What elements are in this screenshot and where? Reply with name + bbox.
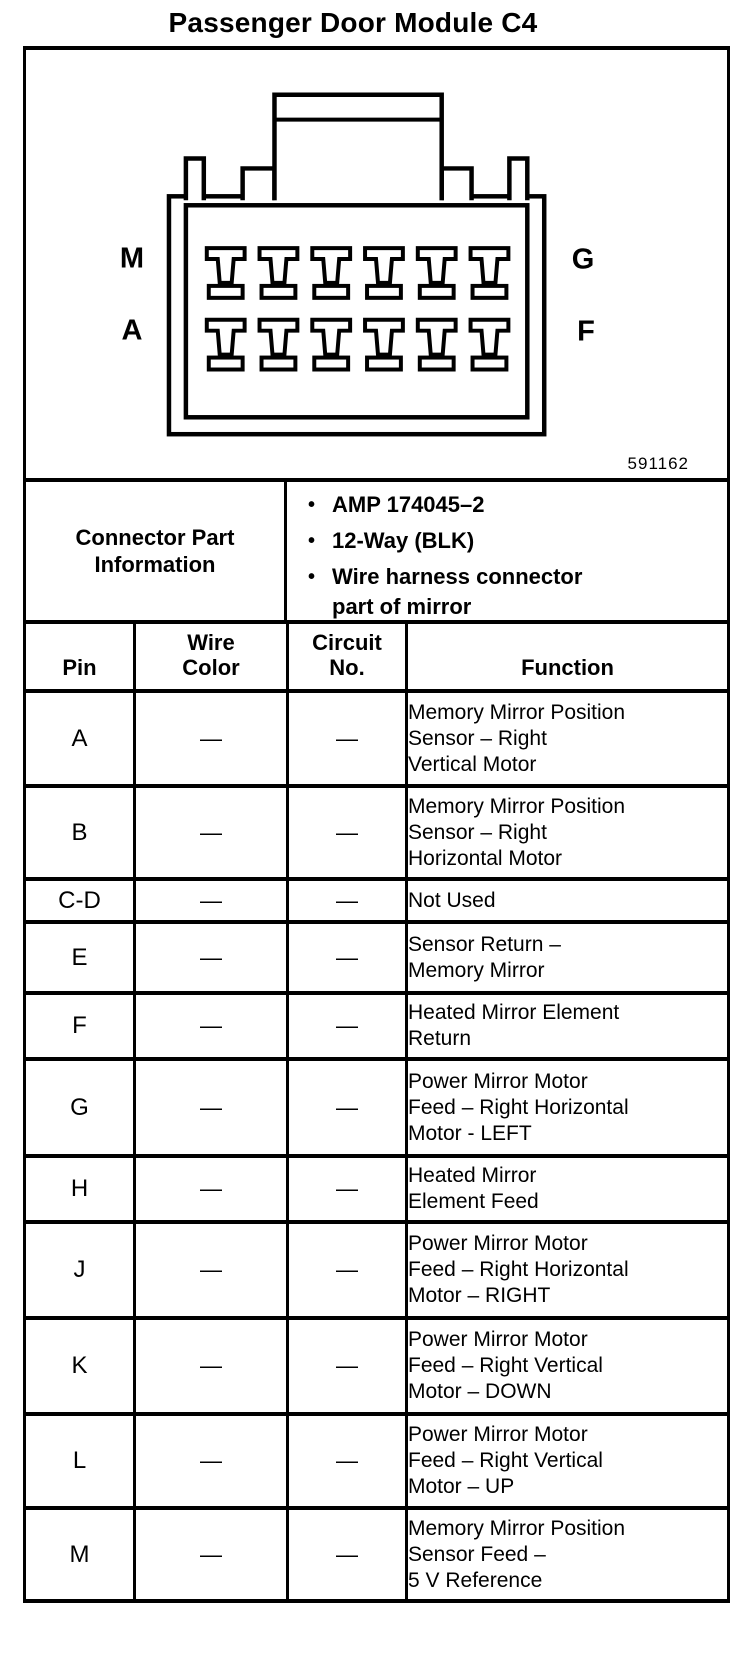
connector-figure: M A G F 591162 bbox=[23, 46, 730, 482]
pinout-header-row: Pin Wire Color Circuit No. Function bbox=[23, 623, 730, 693]
connector-pin-label-a: A bbox=[121, 314, 143, 347]
wire-color-cell: — bbox=[133, 1316, 289, 1416]
terminal-row-top bbox=[204, 246, 511, 300]
pin-cell: B bbox=[23, 784, 136, 881]
function-cell: Power Mirror Motor Feed – Right Vertical… bbox=[405, 1316, 730, 1416]
table-row: F — — Heated Mirror Element Return bbox=[23, 991, 730, 1061]
figure-id-number: 591162 bbox=[627, 454, 689, 473]
pin-cell: K bbox=[23, 1316, 136, 1416]
pin-cell: L bbox=[23, 1412, 136, 1510]
function-cell: Not Used bbox=[405, 877, 730, 924]
connector-pin-label-m: M bbox=[119, 242, 145, 275]
table-row: H — — Heated Mirror Element Feed bbox=[23, 1154, 730, 1224]
wire-color-cell: — bbox=[133, 991, 289, 1061]
wire-color-cell: — bbox=[133, 784, 289, 881]
function-cell: Power Mirror Motor Feed – Right Vertical… bbox=[405, 1412, 730, 1510]
connector-latch-tab bbox=[272, 92, 444, 201]
function-cell: Power Mirror Motor Feed – Right Horizont… bbox=[405, 1057, 730, 1158]
list-item: • 12-Way (BLK) bbox=[308, 526, 721, 556]
connector-part-info-list: • AMP 174045–2 • 12-Way (BLK) • Wire har… bbox=[287, 482, 727, 620]
table-row: L — — Power Mirror Motor Feed – Right Ve… bbox=[23, 1412, 730, 1510]
circuit-no-cell: — bbox=[286, 784, 408, 881]
column-header-pin: Pin bbox=[23, 623, 136, 693]
circuit-no-cell: — bbox=[286, 920, 408, 995]
wire-color-cell: — bbox=[133, 920, 289, 995]
column-header-wire-color: Wire Color bbox=[133, 623, 289, 693]
table-row: C-D — — Not Used bbox=[23, 877, 730, 924]
wire-color-cell: — bbox=[133, 877, 289, 924]
function-cell: Memory Mirror Position Sensor – Right Ho… bbox=[405, 784, 730, 881]
list-item-text: AMP 174045–2 bbox=[332, 492, 485, 517]
wire-color-cell: — bbox=[133, 1154, 289, 1224]
connector-ear-left bbox=[183, 156, 207, 201]
connector-bump-right bbox=[439, 166, 474, 201]
table-row: A — — Memory Mirror Position Sensor – Ri… bbox=[23, 689, 730, 788]
connector-inner-wall bbox=[183, 203, 530, 420]
connector-pin-label-g: G bbox=[571, 243, 595, 276]
circuit-no-cell: — bbox=[286, 1057, 408, 1158]
wire-color-cell: — bbox=[133, 1220, 289, 1320]
table-row: E — — Sensor Return – Memory Mirror bbox=[23, 920, 730, 995]
pin-cell: E bbox=[23, 920, 136, 995]
circuit-no-cell: — bbox=[286, 1154, 408, 1224]
function-cell: Heated Mirror Element Return bbox=[405, 991, 730, 1061]
terminal-row-bottom bbox=[204, 317, 511, 372]
circuit-no-cell: — bbox=[286, 877, 408, 924]
function-cell: Sensor Return – Memory Mirror bbox=[405, 920, 730, 995]
list-item: • Wire harness connector part of mirror bbox=[308, 562, 721, 622]
table-row: G — — Power Mirror Motor Feed – Right Ho… bbox=[23, 1057, 730, 1158]
table-row: M — — Memory Mirror Position Sensor Feed… bbox=[23, 1506, 730, 1603]
pin-cell: A bbox=[23, 689, 136, 788]
wire-color-cell: — bbox=[133, 1057, 289, 1158]
pin-cell: H bbox=[23, 1154, 136, 1224]
circuit-no-cell: — bbox=[286, 1220, 408, 1320]
function-cell: Heated Mirror Element Feed bbox=[405, 1154, 730, 1224]
connector-shell bbox=[166, 194, 547, 437]
page-title: Passenger Door Module C4 bbox=[168, 7, 538, 38]
connector-pin-label-f: F bbox=[577, 315, 595, 348]
bullet-dot: • bbox=[308, 494, 316, 516]
column-header-circuit-no: Circuit No. bbox=[286, 623, 408, 693]
circuit-no-cell: — bbox=[286, 991, 408, 1061]
wire-color-cell: — bbox=[133, 689, 289, 788]
connector-part-info-heading: Connector Part Information bbox=[26, 482, 287, 620]
list-item: • AMP 174045–2 bbox=[308, 490, 721, 520]
function-cell: Memory Mirror Position Sensor Feed – 5 V… bbox=[405, 1506, 730, 1603]
wire-color-cell: — bbox=[133, 1506, 289, 1603]
table-row: K — — Power Mirror Motor Feed – Right Ve… bbox=[23, 1316, 730, 1416]
connector-drawing-12way-icon bbox=[166, 92, 547, 437]
pin-cell: G bbox=[23, 1057, 136, 1158]
function-cell: Power Mirror Motor Feed – Right Horizont… bbox=[405, 1220, 730, 1320]
list-item-text: Wire harness connector part of mirror bbox=[332, 564, 583, 619]
pin-cell: J bbox=[23, 1220, 136, 1320]
column-header-function: Function bbox=[405, 623, 730, 693]
pinout-table: Pin Wire Color Circuit No. Function A — … bbox=[23, 623, 730, 1603]
circuit-no-cell: — bbox=[286, 689, 408, 788]
pin-cell: C-D bbox=[23, 877, 136, 924]
connector-ear-right bbox=[507, 156, 530, 201]
circuit-no-cell: — bbox=[286, 1316, 408, 1416]
function-cell: Memory Mirror Position Sensor – Right Ve… bbox=[405, 689, 730, 788]
circuit-no-cell: — bbox=[286, 1506, 408, 1603]
pin-cell: F bbox=[23, 991, 136, 1061]
connector-part-info-section: Connector Part Information • AMP 174045–… bbox=[23, 482, 730, 624]
table-row: J — — Power Mirror Motor Feed – Right Ho… bbox=[23, 1220, 730, 1320]
connector-bump-left bbox=[240, 166, 277, 201]
table-row: B — — Memory Mirror Position Sensor – Ri… bbox=[23, 784, 730, 881]
list-item-text: 12-Way (BLK) bbox=[332, 528, 475, 553]
bullet-dot: • bbox=[308, 530, 316, 552]
circuit-no-cell: — bbox=[286, 1412, 408, 1510]
wire-color-cell: — bbox=[133, 1412, 289, 1510]
connector-sheet: M A G F 591162 Connector Part Informatio… bbox=[23, 46, 730, 1603]
pin-cell: M bbox=[23, 1506, 136, 1603]
bullet-dot: • bbox=[308, 566, 316, 588]
